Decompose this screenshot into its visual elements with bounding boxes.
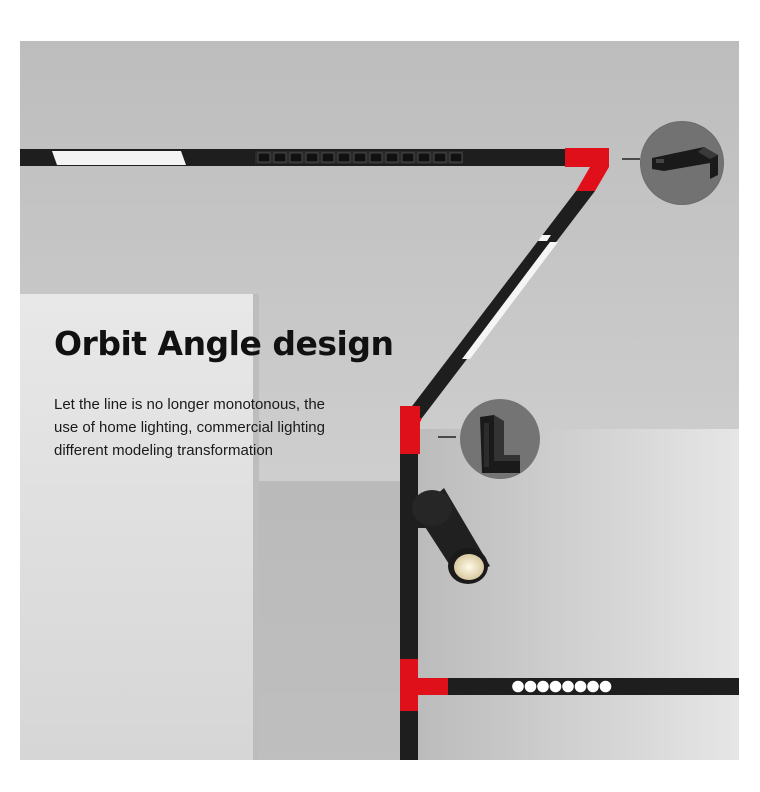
grille-cells (257, 152, 463, 163)
grille-cell (289, 152, 303, 163)
dot-light (512, 680, 524, 693)
t-connector (400, 659, 418, 711)
l-connector-icon (460, 399, 540, 479)
dot-light-module (512, 680, 612, 693)
diagonal-light-strip (462, 242, 558, 359)
dot-light (537, 680, 549, 693)
grille-cell (321, 152, 335, 163)
dot-light (562, 680, 574, 693)
grille-cell (433, 152, 447, 163)
grille-cell (417, 152, 431, 163)
grille-cell (369, 152, 383, 163)
grille-cell (449, 152, 463, 163)
body-line: Let the line is no longer monotonous, th… (54, 396, 326, 413)
corner-connector-bottom (400, 406, 420, 454)
linear-light-strip (52, 151, 186, 165)
dot-light (587, 680, 599, 693)
grille-cell (257, 152, 271, 163)
right-wall (400, 429, 739, 760)
dot-light (574, 680, 587, 693)
corner-connector-top (565, 148, 609, 167)
scene-illustration (20, 41, 739, 760)
headline: Orbit Angle design (54, 324, 394, 363)
dot-light (599, 680, 612, 693)
wall-shadow (250, 481, 410, 760)
grille-cell (305, 152, 319, 163)
dot-light (524, 680, 537, 693)
body-line: different modeling transformation (54, 442, 274, 459)
grille-cell (401, 152, 415, 163)
dot-light (549, 680, 562, 693)
spotlight (412, 488, 490, 584)
corner-connector-icon (640, 121, 724, 205)
grille-cell (273, 152, 287, 163)
left-wall (20, 294, 253, 760)
grille-cell (337, 152, 351, 163)
body-line: use of home lighting, commercial lightin… (54, 419, 325, 436)
grille-cell (385, 152, 399, 163)
body-copy: Let the line is no longer monotonous, th… (54, 393, 374, 462)
grille-cell (353, 152, 367, 163)
product-scene: Orbit Angle design Let the line is no lo… (20, 41, 739, 760)
